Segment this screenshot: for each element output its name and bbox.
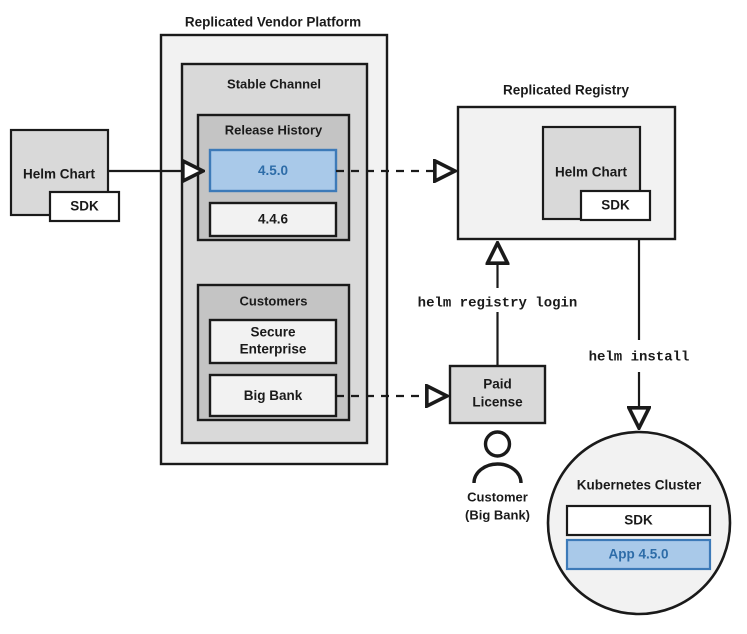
command-helm-install: helm install — [589, 350, 690, 366]
customer-secure-enterprise-label-line1: Secure — [250, 325, 296, 340]
source-sdk-label: SDK — [70, 199, 99, 214]
source-sdk-box — [48, 190, 121, 223]
customer-actor-group: Customer (Big Bank) — [465, 430, 530, 522]
paid-license-label-line2: License — [472, 395, 523, 410]
stable-channel-title: Stable Channel — [227, 76, 321, 91]
command-helm-registry-login: helm registry login — [418, 296, 578, 312]
registry-sdk-label: SDK — [601, 198, 630, 213]
release-history-title: Release History — [225, 122, 323, 137]
cluster-item-sdk-label: SDK — [624, 513, 653, 528]
registry-sdk-box — [579, 189, 652, 222]
paid-license-box — [448, 364, 547, 425]
customer-body-icon — [472, 462, 523, 484]
customer-head-icon — [483, 430, 512, 458]
customer-actor-label-line2: (Big Bank) — [465, 507, 530, 522]
release-item-446-label: 4.4.6 — [258, 212, 289, 227]
vendor-platform-group: Replicated Vendor Platform Stable Channe… — [159, 15, 389, 466]
cluster-item-app-box — [565, 538, 712, 571]
paid-license-group: Paid License — [448, 364, 547, 425]
release-item-450-label: 4.5.0 — [258, 163, 288, 178]
paid-license-label-line1: Paid — [483, 377, 512, 392]
customer-actor-label-line1: Customer — [467, 489, 528, 504]
cluster-item-app-label: App 4.5.0 — [608, 547, 668, 562]
vendor-platform-title: Replicated Vendor Platform — [185, 15, 361, 30]
kubernetes-cluster-group: Kubernetes Cluster SDK App 4.5.0 — [546, 430, 732, 616]
customer-secure-enterprise-label-line2: Enterprise — [240, 342, 307, 357]
customer-big-bank-box[interactable] — [208, 373, 338, 418]
replicated-registry-title: Replicated Registry — [503, 83, 630, 98]
source-helm-chart-label: Helm Chart — [23, 167, 96, 182]
kubernetes-cluster-title: Kubernetes Cluster — [577, 478, 702, 493]
cluster-item-sdk-box — [565, 504, 712, 537]
replicated-registry-group: Replicated Registry Helm Chart SDK — [456, 83, 677, 241]
registry-helm-chart-label: Helm Chart — [555, 165, 628, 180]
source-helm-chart-group: Helm Chart SDK — [9, 128, 121, 223]
customer-secure-enterprise-box[interactable] — [208, 318, 338, 365]
customers-title: Customers — [240, 293, 308, 308]
customer-big-bank-label: Big Bank — [244, 388, 303, 403]
release-item-446-box[interactable] — [208, 201, 338, 238]
